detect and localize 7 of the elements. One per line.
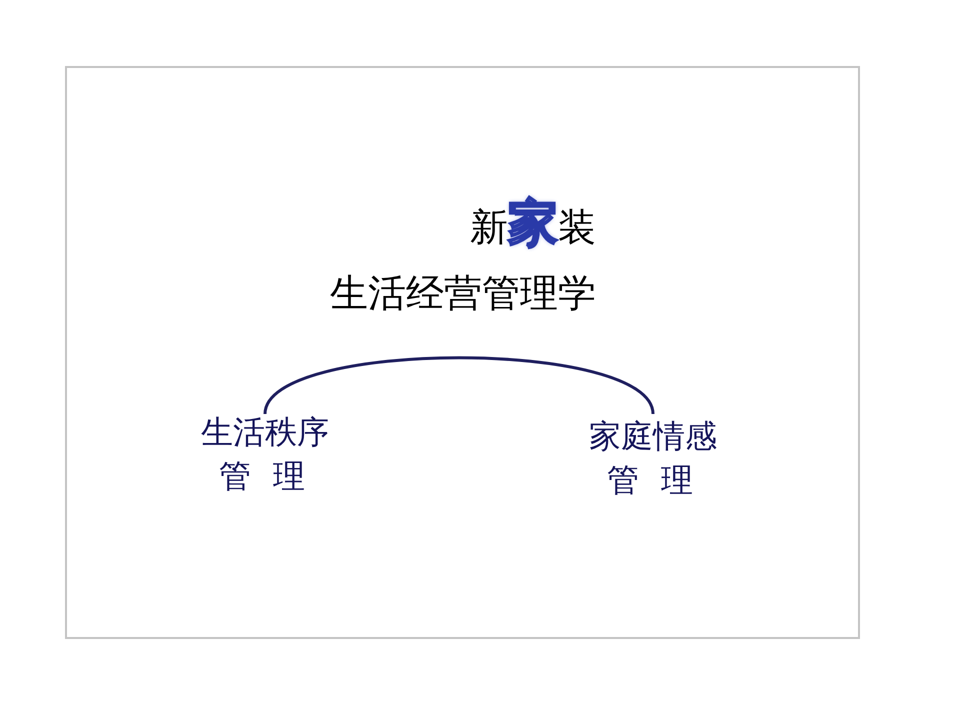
subtitle: 生活经营管理学: [329, 270, 596, 317]
title: 新家装: [469, 193, 596, 254]
arc-connector: [264, 356, 654, 415]
node-text: 管 理: [606, 460, 700, 501]
node-text: 管 理: [218, 456, 312, 497]
node-heading: 家庭情感: [588, 416, 718, 457]
node-heading: 生活秩序: [200, 412, 330, 453]
